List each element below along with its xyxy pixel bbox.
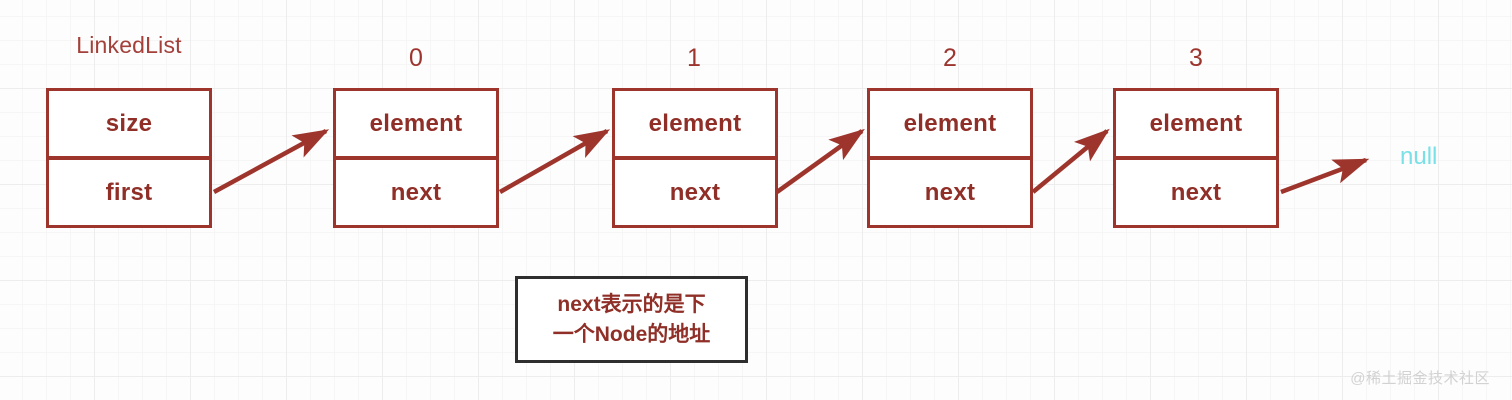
arrow-node2-to-node3 bbox=[1031, 128, 1110, 194]
node-0-field-element: element bbox=[336, 91, 496, 160]
node-box-0: element next bbox=[333, 88, 499, 228]
node-2-field-element: element bbox=[870, 91, 1030, 160]
node-1-field-element: element bbox=[615, 91, 775, 160]
watermark: @稀土掘金技术社区 bbox=[1350, 370, 1490, 387]
node-3-field-element: element bbox=[1116, 91, 1276, 160]
annotation-line-2: 一个Node的地址 bbox=[552, 322, 711, 346]
null-label: null bbox=[1400, 143, 1438, 170]
arrow-node0-to-node1 bbox=[498, 129, 611, 194]
annotation-callout: next表示的是下 一个Node的地址 bbox=[515, 276, 748, 363]
node-index-0: 0 bbox=[409, 44, 423, 72]
arrow-node1-to-node2 bbox=[775, 128, 865, 194]
linkedlist-field-size: size bbox=[49, 91, 209, 160]
node-0-field-next: next bbox=[390, 178, 442, 206]
node-index-3: 3 bbox=[1189, 44, 1203, 72]
node-2-field-next: next bbox=[924, 178, 976, 206]
node-box-2: element next bbox=[867, 88, 1033, 228]
arrow-first-to-node0 bbox=[212, 129, 330, 194]
node-1-field-next: next bbox=[669, 178, 721, 206]
node-box-1: element next bbox=[612, 88, 778, 228]
annotation-line-1: next表示的是下 bbox=[557, 292, 706, 316]
node-box-3: element next bbox=[1113, 88, 1279, 228]
node-index-2: 2 bbox=[943, 44, 957, 72]
linkedlist-box: size first bbox=[46, 88, 212, 228]
node-index-1: 1 bbox=[687, 44, 701, 72]
linkedlist-field-first: first bbox=[105, 178, 153, 206]
arrow-node3-to-null bbox=[1280, 157, 1370, 195]
node-3-field-next: next bbox=[1170, 178, 1222, 206]
page-title: LinkedList bbox=[76, 32, 182, 58]
